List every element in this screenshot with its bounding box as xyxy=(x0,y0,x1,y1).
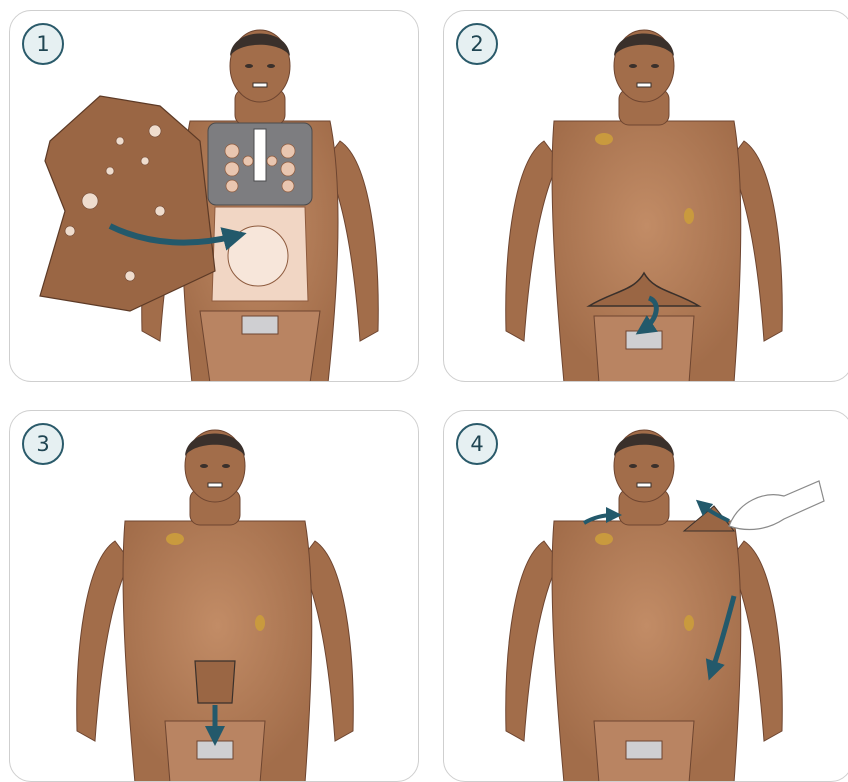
step-2-panel: 2 xyxy=(443,10,848,382)
step-1-panel: 1 xyxy=(9,10,419,382)
step-number-badge: 3 xyxy=(22,423,64,465)
step-number-badge: 4 xyxy=(456,423,498,465)
step-4-panel: 4 xyxy=(443,410,848,782)
hand-icon xyxy=(729,481,824,530)
manikin-illustration xyxy=(444,11,848,382)
manikin-illustration xyxy=(10,411,419,782)
step-3-panel: 3 xyxy=(9,410,419,782)
manikin-illustration xyxy=(444,411,848,782)
manikin-illustration xyxy=(10,11,419,382)
step-number-badge: 1 xyxy=(22,23,64,65)
step-number-badge: 2 xyxy=(456,23,498,65)
